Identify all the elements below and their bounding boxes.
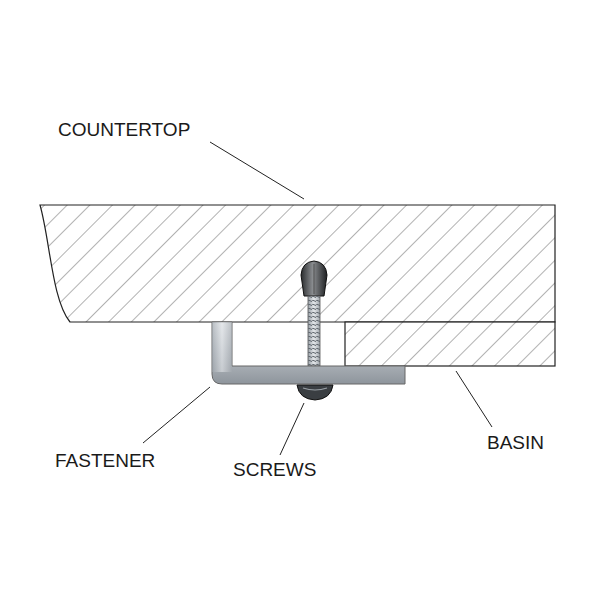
- screw-shaft: [308, 296, 320, 366]
- countertop-slab: [40, 205, 555, 322]
- leader-line: [280, 403, 304, 455]
- bracket-upright: [212, 322, 232, 372]
- part-label: BASIN: [487, 433, 544, 452]
- leader-line: [143, 387, 210, 443]
- threaded-insert: [301, 261, 327, 296]
- l-bracket-fastener: [212, 322, 405, 384]
- insert-slit: [314, 264, 315, 294]
- leader-line: [456, 371, 492, 427]
- leader-line: [210, 142, 304, 199]
- screw-head-highlight: [303, 388, 327, 390]
- basin-rim: [345, 322, 555, 366]
- screw-thread: [308, 296, 320, 366]
- part-label: FASTENER: [55, 451, 155, 470]
- part-label: COUNTERTOP: [58, 120, 190, 139]
- part-label: SCREWS: [233, 460, 316, 479]
- basin-ground: [345, 322, 555, 366]
- screw-head: [297, 385, 333, 400]
